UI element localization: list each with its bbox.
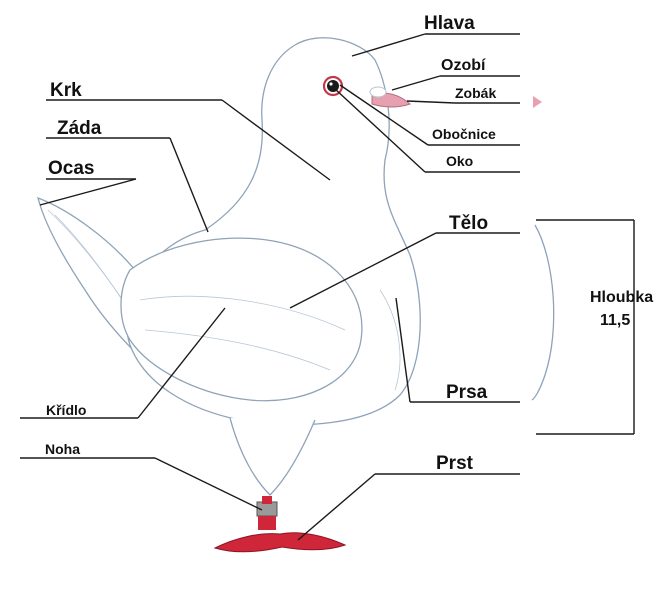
label-obocnice: Obočnice [432,126,496,142]
pigeon-lower-belly [230,418,315,495]
label-prsa: Prsa [446,382,488,403]
leader-zobak-pointer [407,101,455,103]
body-slice-fragment [532,225,554,400]
eye-highlight [329,82,332,85]
pigeon-leg-upper [262,496,272,504]
pigeon-feet [215,533,345,552]
label-oko: Oko [446,153,473,169]
label-zobak: Zobák [455,85,496,101]
label-zada: Záda [57,118,102,139]
label-prst: Prst [436,453,474,474]
pigeon-cere [370,87,386,97]
label-krk: Krk [50,80,82,101]
label-ocas: Ocas [48,158,94,179]
leader-prst-pointer [298,474,375,540]
label-kridlo: Křídlo [46,402,86,418]
leader-hlava-pointer [352,34,425,56]
label-hloubka-value: 11,5 [600,312,630,329]
leader-zada-pointer [170,138,208,232]
label-hloubka: Hloubka [590,289,653,306]
label-noha: Noha [45,441,80,457]
label-ozobi: Ozobí [441,57,486,74]
pigeon-leg [258,516,276,530]
beak-fragment [533,96,542,108]
leader-ocas-pointer [40,179,136,205]
label-hlava: Hlava [424,13,475,34]
leader-ozobi-pointer [392,76,440,90]
label-telo: Tělo [449,213,488,234]
leader-noha-pointer [155,458,262,510]
